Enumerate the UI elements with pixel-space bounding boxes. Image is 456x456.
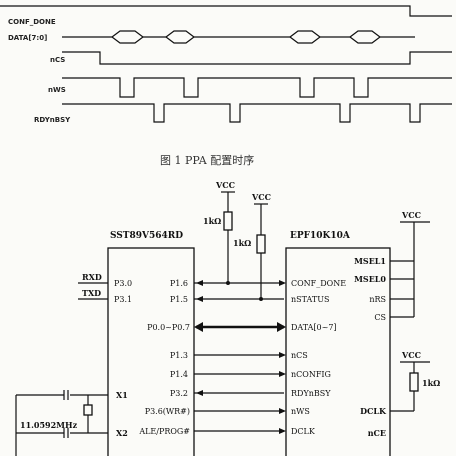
ncs-waveform: [62, 51, 452, 65]
mcu-chip-name: SST89V564RD: [110, 231, 183, 241]
data-bus-waveform: [62, 30, 415, 44]
fpga-pin-msel0: MSEL0: [354, 274, 386, 284]
pullup-resistor-2: VCC 1kΩ: [233, 192, 271, 299]
mcu-chip: SST89V564RD P3.0 P3.1 X1 X2 P1.6 P1.5 P0…: [107, 231, 195, 456]
pullup-resistor-3: VCC 1kΩ: [390, 350, 440, 412]
fpga-pin-msel1: MSEL1: [354, 256, 386, 266]
fpga-chip-name: EPF10K10A: [290, 231, 351, 241]
conf-done-signal-label: CONF_DONE: [8, 18, 56, 26]
timing-diagram: CONF_DONE DATA[7:0] nCS nWS RDYnBSY 图 1 …: [0, 5, 452, 167]
mcu-pin-x2: X2: [116, 428, 128, 438]
fpga-pin-nws: nWS: [291, 407, 310, 416]
fpga-pin-cs: CS: [374, 313, 386, 322]
fpga-pin-conf-done: CONF_DONE: [291, 279, 346, 288]
fpga-pin-dclk: DCLK: [360, 406, 387, 416]
vcc-label-4: VCC: [401, 350, 421, 360]
fpga-pin-ncs: nCS: [291, 351, 308, 360]
fpga-pin-nrs: nRS: [369, 295, 386, 304]
figure-caption: 图 1 PPA 配置时序: [160, 153, 254, 167]
nws-waveform: [62, 77, 452, 98]
mcu-pin-p16: P1.6: [170, 279, 188, 288]
mcu-pin-p00-p07: P0.0~P0.7: [147, 323, 190, 332]
mcu-pin-ale-prog: ALE/PROG#: [138, 427, 190, 436]
rdynbsy-signal-label: RDYnBSY: [34, 116, 71, 124]
mcu-pin-p13: P1.3: [170, 351, 188, 360]
mcu-pin-p31: P3.1: [114, 295, 132, 304]
mcu-pin-p36-wr: P3.6(WR#): [145, 407, 190, 416]
pullup-resistor-1: VCC 1kΩ: [203, 180, 235, 283]
fpga-chip: EPF10K10A CONF_DONE nSTATUS DATA[0~7] nC…: [285, 231, 391, 456]
crystal-label: 11.0592MHz: [20, 420, 78, 430]
fpga-pin-rdynbsy: RDYnBSY: [291, 389, 331, 398]
resistor-label-1: 1kΩ: [203, 216, 221, 226]
resistor-label-2: 1kΩ: [233, 238, 251, 248]
data-bus-signal-label: DATA[7:0]: [8, 34, 47, 42]
mcu-pin-x1: X1: [116, 390, 128, 400]
fpga-pin-nstatus: nSTATUS: [291, 295, 329, 304]
mcu-pin-p15: P1.5: [170, 295, 188, 304]
mcu-pin-p30: P3.0: [114, 279, 132, 288]
fpga-pin-data: DATA[0~7]: [291, 323, 337, 332]
vcc-label-1: VCC: [215, 180, 235, 190]
serial-lines: RXD TXD: [78, 272, 108, 300]
conf-done-waveform: [0, 5, 452, 17]
vcc-label-3: VCC: [401, 210, 421, 220]
rxd-label: RXD: [82, 272, 102, 282]
interconnect-wires: [194, 280, 286, 434]
fpga-pin-dclk-left: DCLK: [291, 427, 316, 436]
txd-label: TXD: [82, 288, 101, 298]
ncs-signal-label: nCS: [50, 56, 65, 64]
nws-signal-label: nWS: [48, 86, 66, 94]
fpga-pin-nconfig: nCONFIG: [291, 370, 331, 379]
vcc-label-2: VCC: [251, 192, 271, 202]
vcc-mode-select-bus: VCC: [390, 210, 430, 318]
resistor-label-3: 1kΩ: [422, 378, 440, 388]
mcu-pin-p32: P3.2: [170, 389, 188, 398]
mcu-pin-p14: P1.4: [170, 370, 188, 379]
rdynbsy-waveform: [62, 103, 452, 123]
crystal-oscillator: 11.0592MHz: [15, 390, 108, 456]
fpga-pin-nce: nCE: [368, 428, 386, 438]
